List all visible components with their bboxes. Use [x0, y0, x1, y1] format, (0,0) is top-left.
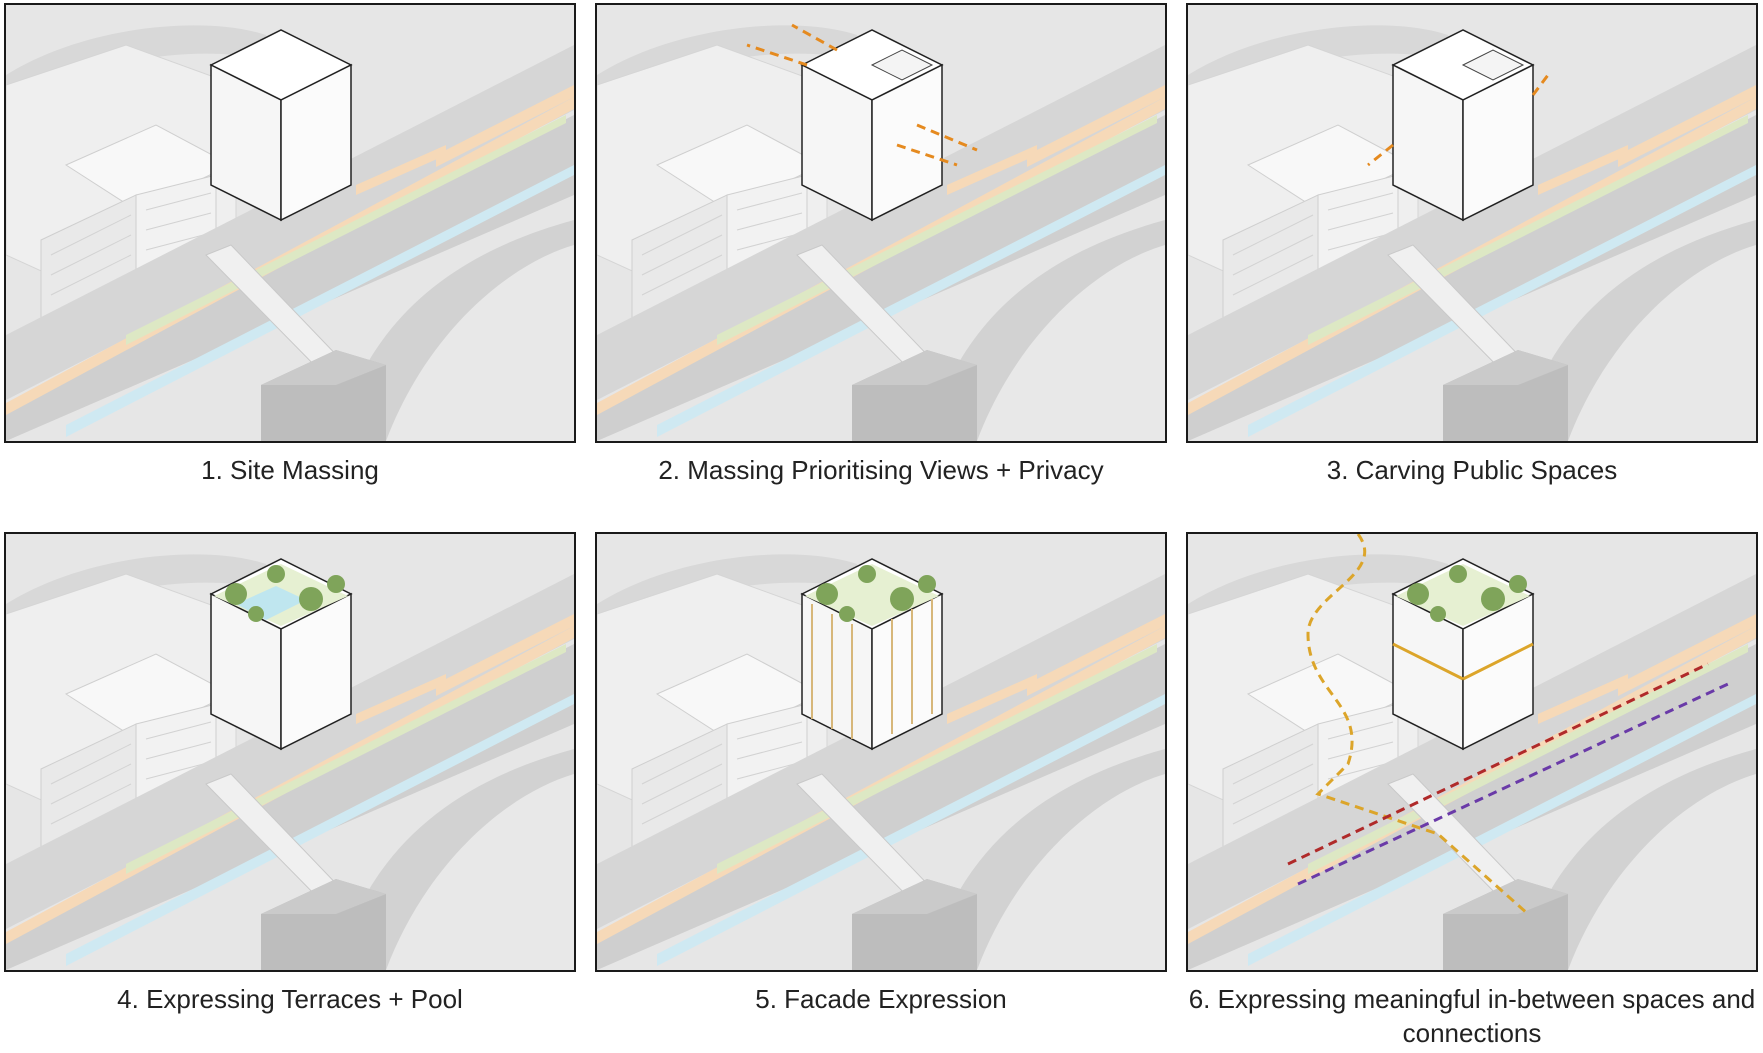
- isometric-diagram-6: [1188, 534, 1756, 970]
- caption-3: 3. Carving Public Spaces: [1326, 455, 1618, 485]
- diagram-panel-3: [1186, 3, 1758, 443]
- diagram-panel-5: [595, 532, 1167, 972]
- caption-6: 6. Expressing meaningful in-between spac…: [1188, 984, 1756, 1048]
- isometric-diagram-1: [6, 5, 574, 441]
- diagram-panel-2: [595, 3, 1167, 443]
- isometric-diagram-2: [597, 5, 1165, 441]
- diagram-panel-1: [4, 3, 576, 443]
- isometric-diagram-4: [6, 534, 574, 970]
- caption-4: 4. Expressing Terraces + Pool: [117, 984, 463, 1014]
- caption-2: 2. Massing Prioritising Views + Privacy: [658, 455, 1104, 485]
- diagram-panel-4: [4, 532, 576, 972]
- diagram-panel-6: [1186, 532, 1758, 972]
- isometric-diagram-5: [597, 534, 1165, 970]
- caption-5: 5. Facade Expression: [755, 984, 1007, 1014]
- isometric-diagram-3: [1188, 5, 1756, 441]
- caption-1: 1. Site Massing: [201, 455, 379, 485]
